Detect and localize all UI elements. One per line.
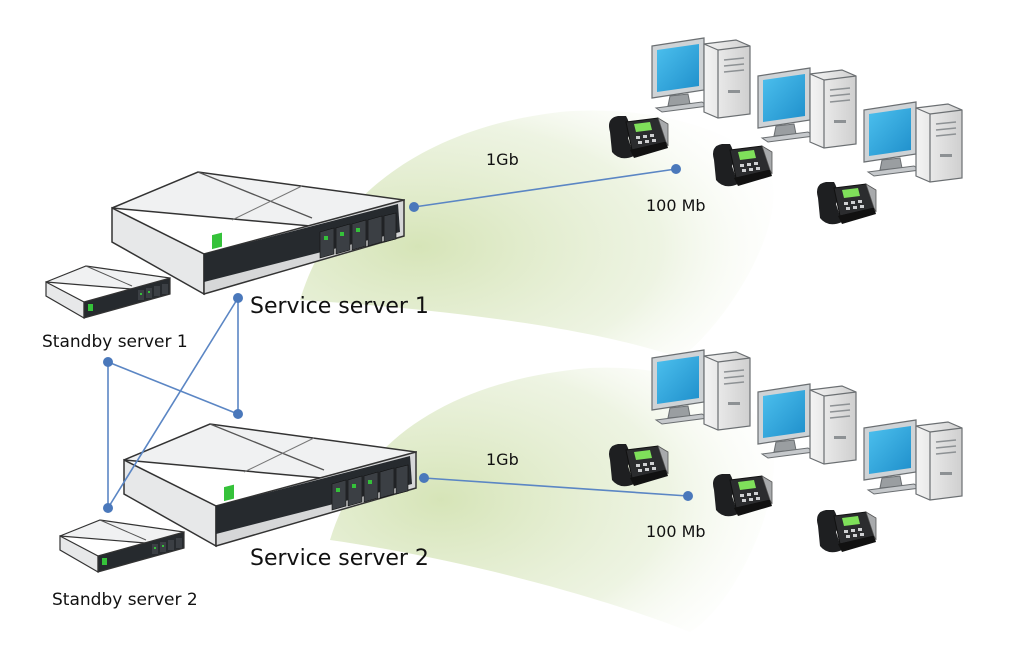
service-server-2-label: Service server 2 — [250, 546, 429, 571]
standby-server-1-icon — [45, 265, 171, 319]
desktop-computer-icon — [863, 101, 963, 183]
desk-phone-icon — [816, 181, 877, 225]
client-speed-bottom: 100 Mb — [646, 522, 706, 541]
link-service1-clients — [413, 168, 677, 208]
node-dot — [409, 202, 419, 212]
link-service2-clients — [423, 477, 689, 497]
standby-server-2-label: Standby server 2 — [52, 590, 198, 610]
node-dot — [103, 503, 113, 513]
link-speed-bottom: 1Gb — [486, 450, 519, 469]
service-server-1-label: Service server 1 — [250, 294, 429, 319]
connection-nodes — [103, 164, 693, 513]
desktop-computer-icon — [757, 67, 857, 149]
standby-server-2-icon — [59, 519, 185, 573]
node-dot — [233, 409, 243, 419]
link-s1-standby2 — [107, 297, 239, 509]
desktop-computer-icon — [651, 37, 751, 119]
client-speed-top: 100 Mb — [646, 196, 706, 215]
connection-lines — [107, 168, 689, 509]
node-dot — [233, 293, 243, 303]
node-dot — [671, 164, 681, 174]
node-dot — [683, 491, 693, 501]
link-speed-top: 1Gb — [486, 150, 519, 169]
node-dot — [419, 473, 429, 483]
link-standby1-mid — [107, 361, 239, 415]
coverage-fan-bottom — [330, 367, 774, 632]
standby-server-1-label: Standby server 1 — [42, 332, 188, 352]
desktop-computer-icon — [863, 419, 963, 501]
node-dot — [103, 357, 113, 367]
desk-phone-icon — [816, 509, 877, 553]
